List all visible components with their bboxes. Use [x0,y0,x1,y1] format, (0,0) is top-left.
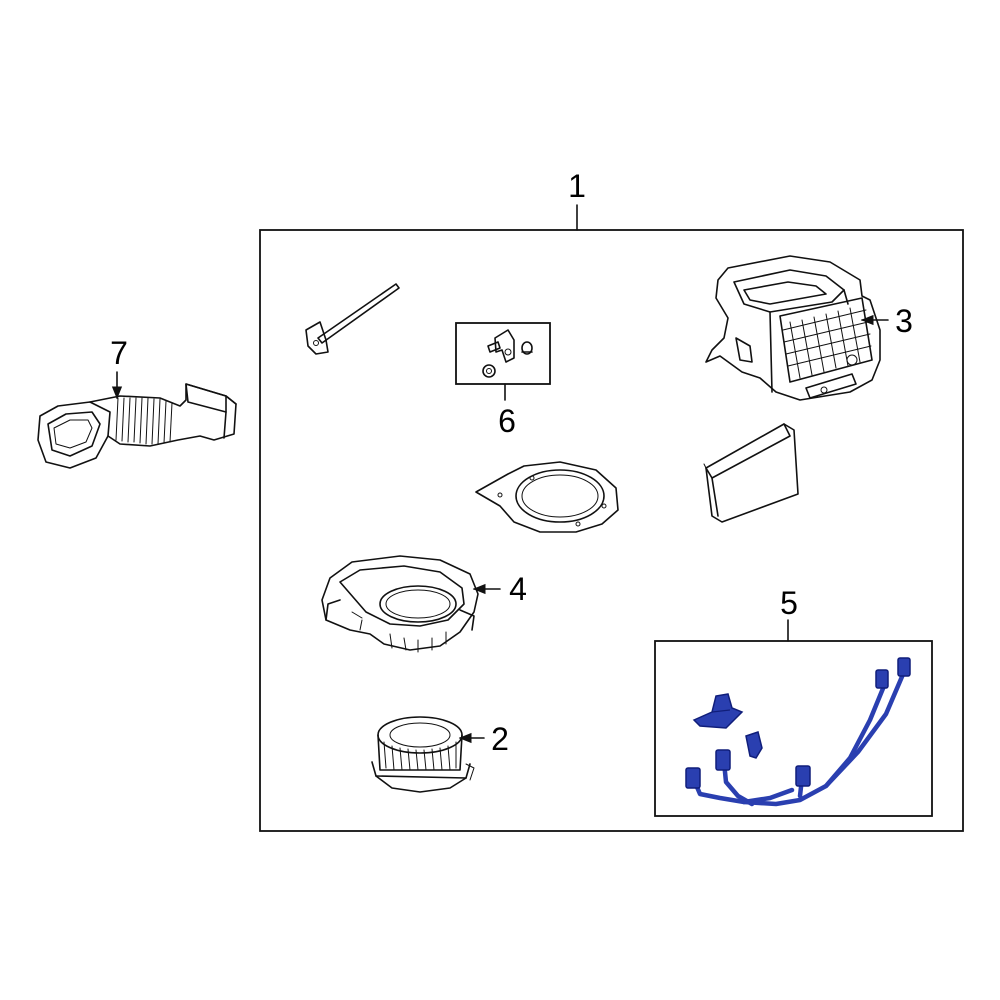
hardware-kit[interactable] [482,329,533,378]
callout-5[interactable]: 5 [780,585,798,621]
hardware-kit-box [455,322,551,385]
harness-connector-b [715,749,731,771]
air-duct[interactable] [37,383,237,469]
callout-3[interactable]: 3 [895,303,913,339]
callout-1[interactable]: 1 [568,168,586,204]
assembly-frame [259,229,964,832]
seal-plate[interactable] [475,461,619,533]
blower-case[interactable] [705,255,881,401]
harness-clip [745,731,763,759]
harness-connector-e [897,657,911,677]
callout-7[interactable]: 7 [110,335,128,371]
harness-box [654,640,933,817]
harness-connector-d [875,669,889,689]
air-filter[interactable] [703,423,799,523]
blower-motor[interactable] [371,716,475,793]
callout-2[interactable]: 2 [491,721,509,757]
actuator-rod[interactable] [305,283,400,355]
harness-connector-c [795,765,811,787]
lower-housing[interactable] [321,555,479,653]
harness-connector-a [685,767,701,789]
callout-6[interactable]: 6 [498,403,516,439]
wiring-harness[interactable] [685,657,911,807]
callout-4[interactable]: 4 [509,571,527,607]
